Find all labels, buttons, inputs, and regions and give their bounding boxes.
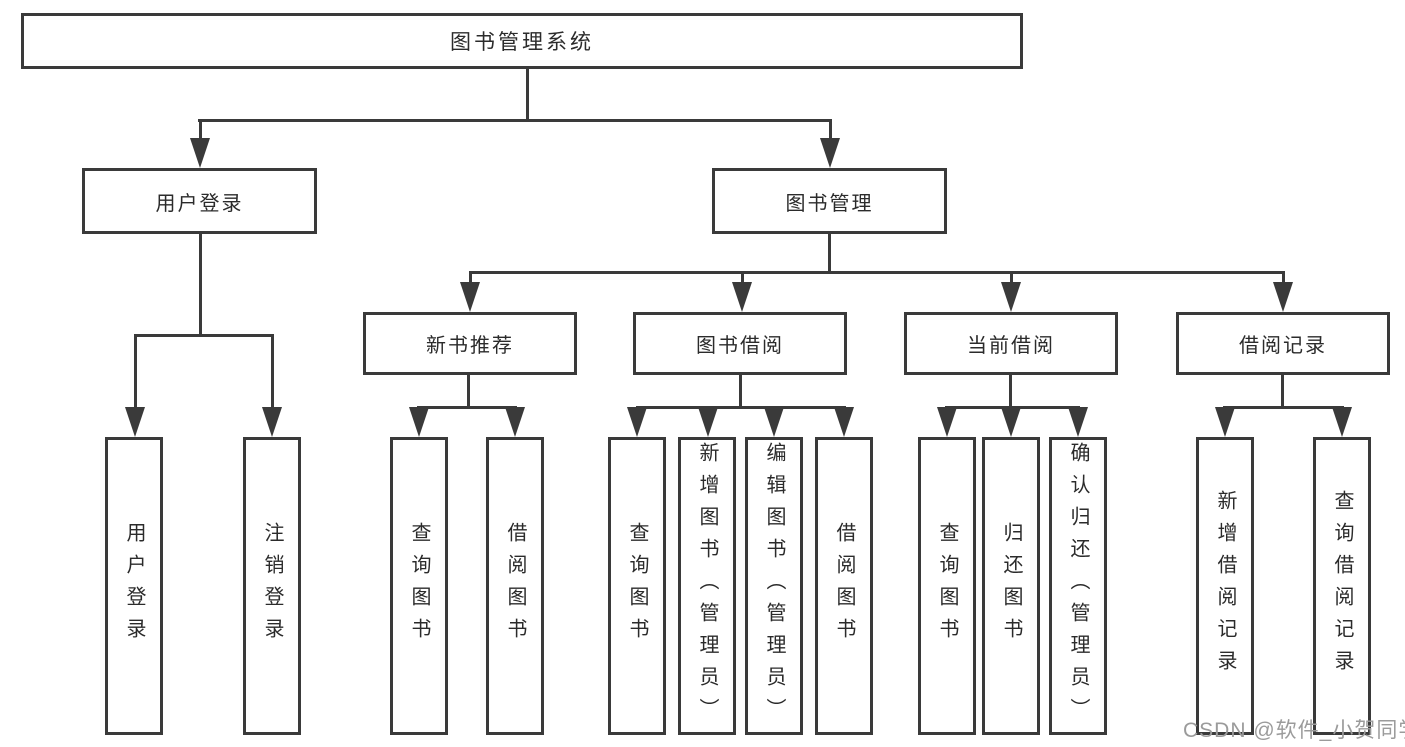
connector-arrowhead	[764, 407, 784, 437]
connector-arrowhead	[409, 407, 429, 437]
connector-arrowhead	[1332, 407, 1352, 437]
node-label: 新增图书（管理员）	[696, 442, 718, 730]
node-new-book-recommendation: 新书推荐	[363, 312, 577, 375]
node-label: 图书管理系统	[450, 31, 594, 54]
node-book-management: 图书管理	[712, 168, 947, 234]
connector-arrowhead	[1001, 282, 1021, 312]
leaf-logout: 注销登录	[243, 437, 301, 735]
node-label: 查询图书	[936, 522, 958, 650]
connector-line	[1281, 271, 1285, 284]
connector-line	[828, 119, 832, 140]
connector-line	[828, 234, 831, 274]
leaf-query-books-recommend: 查询图书	[390, 437, 448, 735]
connector-arrowhead	[262, 407, 282, 437]
leaf-add-borrow-record: 新增借阅记录	[1196, 437, 1254, 735]
node-label: 确认归还（管理员）	[1067, 442, 1089, 730]
node-label: 归还图书	[1000, 522, 1022, 650]
connector-line	[468, 271, 472, 284]
connector-arrowhead	[125, 407, 145, 437]
leaf-query-books-current: 查询图书	[918, 437, 976, 735]
connector-line	[526, 69, 529, 121]
leaf-borrow-books-borrowing: 借阅图书	[815, 437, 873, 735]
node-label: 注销登录	[261, 522, 283, 650]
node-book-borrowing: 图书借阅	[633, 312, 847, 375]
connector-line	[270, 334, 274, 409]
connector-line	[1009, 271, 1013, 284]
connector-arrowhead	[937, 407, 957, 437]
node-borrowing-records: 借阅记录	[1176, 312, 1390, 375]
leaf-add-books-admin: 新增图书（管理员）	[678, 437, 736, 735]
connector-arrowhead	[698, 407, 718, 437]
node-label: 借阅图书	[504, 522, 526, 650]
connector-line	[467, 375, 470, 409]
node-label: 当前借阅	[967, 335, 1055, 357]
leaf-return-books: 归还图书	[982, 437, 1040, 735]
connector-line	[740, 271, 744, 284]
connector-line	[1009, 375, 1012, 409]
connector-line	[1223, 406, 1344, 409]
connector-arrowhead	[732, 282, 752, 312]
connector-line	[1281, 375, 1284, 409]
connector-line	[134, 334, 274, 337]
connector-arrowhead	[834, 407, 854, 437]
connector-line	[133, 334, 137, 409]
node-label: 图书借阅	[696, 335, 784, 357]
node-label: 用户登录	[155, 192, 244, 215]
node-label: 用户登录	[123, 522, 145, 650]
leaf-edit-books-admin: 编辑图书（管理员）	[745, 437, 803, 735]
node-label: 查询图书	[626, 522, 648, 650]
connector-arrowhead	[1001, 407, 1021, 437]
connector-arrowhead	[820, 138, 840, 168]
leaf-confirm-return-admin: 确认归还（管理员）	[1049, 437, 1107, 735]
connector-line	[470, 271, 1285, 274]
leaf-query-borrow-record: 查询借阅记录	[1313, 437, 1371, 735]
node-current-borrowing: 当前借阅	[904, 312, 1118, 375]
leaf-borrow-books-recommend: 借阅图书	[486, 437, 544, 735]
connector-arrowhead	[627, 407, 647, 437]
node-label: 新增借阅记录	[1214, 490, 1236, 682]
connector-arrowhead	[1068, 407, 1088, 437]
connector-arrowhead	[1273, 282, 1293, 312]
node-label: 编辑图书（管理员）	[763, 442, 785, 730]
connector-line	[199, 234, 202, 336]
connector-line	[198, 119, 832, 122]
connector-line	[739, 375, 742, 409]
node-label: 查询图书	[408, 522, 430, 650]
node-label: 查询借阅记录	[1331, 490, 1353, 682]
connector-arrowhead	[1215, 407, 1235, 437]
connector-arrowhead	[460, 282, 480, 312]
node-label: 图书管理	[785, 192, 874, 215]
connector-line	[636, 406, 846, 409]
leaf-user-login: 用户登录	[105, 437, 163, 735]
connector-arrowhead	[190, 138, 210, 168]
node-label: 借阅记录	[1239, 335, 1327, 357]
node-user-login: 用户登录	[82, 168, 317, 234]
connector-arrowhead	[505, 407, 525, 437]
node-label: 新书推荐	[426, 335, 514, 357]
leaf-query-books-borrowing: 查询图书	[608, 437, 666, 735]
connector-line	[198, 119, 202, 140]
node-label: 借阅图书	[833, 522, 855, 650]
csdn-watermark: CSDN @软件_小贺同学	[1183, 719, 1405, 742]
connector-line	[417, 406, 517, 409]
node-root-library-management-system: 图书管理系统	[21, 13, 1023, 69]
